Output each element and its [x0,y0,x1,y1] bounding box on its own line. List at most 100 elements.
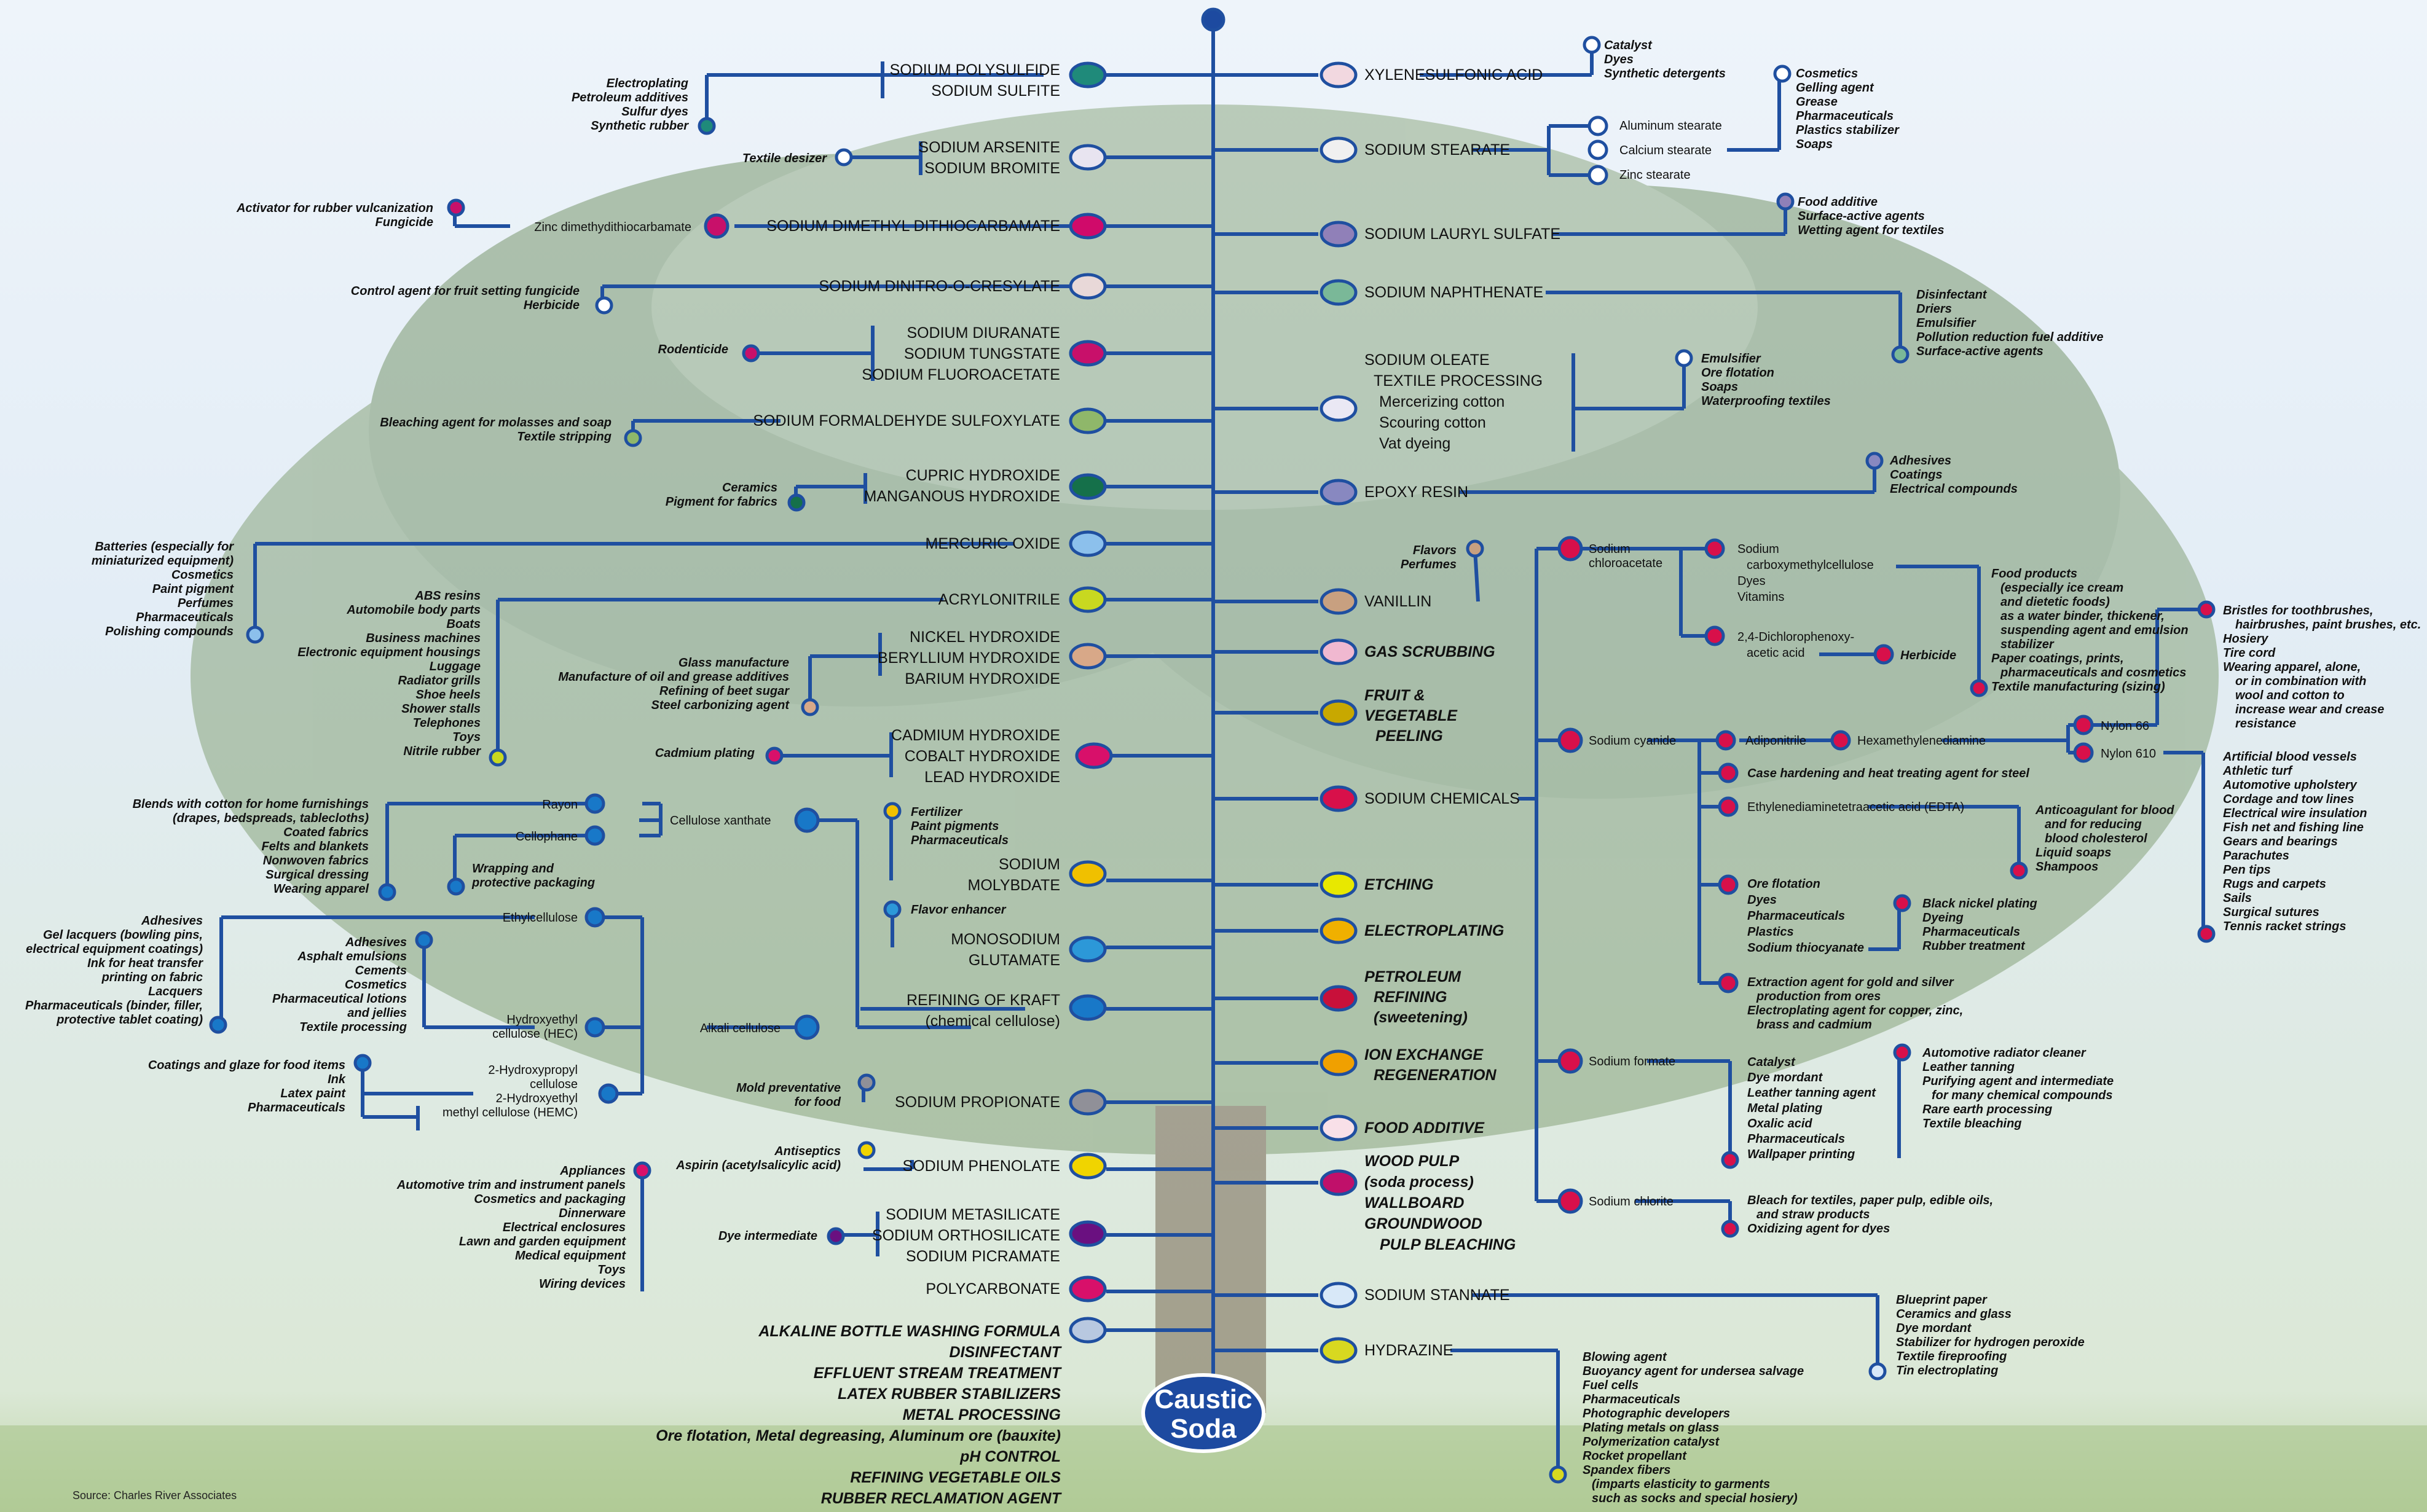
node-acrylonitrile [1069,586,1107,613]
use-label: Rare earth processing [1922,1103,2052,1116]
node-label: (chemical cellulose) [925,1013,1060,1030]
use-label: Cordage and tow lines [2223,793,2354,806]
use-node [1583,36,1601,54]
use-label: Batteries (especially for [95,540,234,554]
use-label: Food additive [1798,195,1878,209]
use-label: and for reducing [2045,818,2142,831]
bottom-list-item: LATEX RUBBER STABILIZERS [838,1385,1061,1403]
use-label: Automotive upholstery [2222,778,2358,792]
use-label: Tin electroplating [1896,1364,1998,1377]
node-nickel-hydroxide [1069,643,1107,670]
use-node [1466,539,1484,558]
node-label: (sweetening) [1374,1009,1468,1026]
use-label: Textile bleaching [1922,1117,2022,1130]
node-label: XYLENESULFONIC ACID [1364,66,1543,84]
use-label: Ceramics [722,481,777,495]
use-label: printing on fabric [101,971,203,984]
use-label: Pharmaceutical lotions [272,992,407,1006]
use-label: Pigment for fabrics [666,495,777,509]
node-label: SODIUM PHENOLATE [902,1158,1060,1175]
use-label: for food [794,1095,841,1109]
node-label: ETCHING [1364,876,1434,893]
node-label: GROUNDWOOD [1364,1215,1482,1232]
node-sodium-diuranate [1069,340,1107,367]
node-label: HYDRAZINE [1364,1342,1453,1359]
sub-label: 2-Hydroxypropyl [488,1063,578,1077]
hemc-node [598,1083,619,1104]
use-label: Gears and bearings [2223,835,2338,848]
node-mercuric-oxide [1069,530,1107,557]
use-node [801,698,819,716]
use-label: wool and cotton to [2235,689,2345,702]
node-label: SODIUM [999,856,1060,873]
use-label: as a water binder, thickener, [2000,609,2165,623]
use-label: Catalyst [1747,1056,1796,1069]
use-label: (drapes, bedspreads, tablecloths) [173,812,369,825]
use-node [883,802,902,820]
source-note: Source: Charles River Associates [73,1489,237,1502]
use-label: Pharmaceuticals [1922,925,2020,939]
sub-label: Zinc dimethydithiocarbamate [534,221,691,234]
use-label: increase wear and crease [2235,703,2384,716]
sub-label: acetic acid [1747,646,1805,660]
node-label: REFINING OF KRAFT [907,992,1060,1009]
use-label: Antiseptics [774,1145,841,1158]
use-label: Blowing agent [1583,1350,1667,1364]
bottom-list-item: Ore flotation, Metal degreasing, Aluminu… [656,1427,1061,1444]
node-label: SODIUM BROMITE [924,160,1060,177]
node-bottom-list [1069,1317,1107,1344]
sub-label: Sodium chlorite [1589,1195,1674,1208]
node-label: CUPRIC HYDROXIDE [906,467,1060,484]
use-label: Dyes [1604,53,1634,66]
node-label: FOOD ADDITIVE [1364,1119,1485,1137]
use-node [378,883,396,901]
use-node [827,1227,845,1245]
use-label: Plastics stabilizer [1796,123,1900,137]
dichloro-node [1704,625,1725,646]
sub-label: 2,4-Dichlorophenoxy- [1737,630,1854,644]
use-node [765,746,784,765]
use-label: Cosmetics [1796,67,1858,80]
caustic-soda-badge: Caustic Soda [1141,1373,1265,1453]
node-label: ELECTROPLATING [1364,922,1504,939]
sub-label: Hydroxyethyl [506,1013,578,1027]
nylon66-node [2073,715,2094,735]
center-label-2: Soda [1170,1414,1237,1444]
use-node [415,931,433,949]
node-label: SODIUM PICRAMATE [906,1248,1060,1265]
use-label: Driers [1916,302,1952,316]
use-label: Ink [328,1073,346,1086]
alkali-node [794,1014,820,1040]
node-sodium-arsenite [1069,144,1107,171]
use-label: Ink for heat transfer [87,957,203,970]
use-label: Mold preventative [736,1081,841,1095]
node-label: ACRYLONITRILE [938,591,1060,608]
ethyl-node [584,907,605,928]
use-label: Manufacture of oil and grease additives [558,670,789,684]
bottom-list-item: EFFLUENT STREAM TREATMENT [814,1365,1063,1382]
use-node [1868,1362,1887,1381]
sub-label: cellulose (HEC) [492,1027,578,1041]
thio-node [1718,874,1739,895]
use-label: Electronic equipment housings [297,646,481,659]
use-node [353,1054,372,1072]
sub-label: 2-Hydroxyethyl [496,1092,578,1105]
use-label: Gel lacquers (bowling pins, [43,928,203,942]
use-label: Sulfur dyes [621,105,688,119]
herbicide-node [1873,644,1894,665]
use-label: Buoyancy agent for undersea salvage [1583,1365,1804,1378]
node-sodium-propionate [1069,1089,1107,1116]
use-label: Hosiery [2223,632,2268,646]
use-label: resistance [2235,717,2296,731]
bottom-list-item: METAL PROCESSING [903,1406,1061,1424]
use-label: Blends with cotton for home furnishings [133,797,369,811]
use-node [1970,679,1988,697]
sub-label: Ethylenediaminetetraacetic acid (EDTA) [1747,801,1964,814]
node-label: GAS SCRUBBING [1364,643,1495,660]
connector-lines [219,18,2205,1475]
use-label: Tire cord [2223,646,2276,660]
cellophane-node [584,825,605,846]
use-label: Textile manufacturing (sizing) [1991,680,2165,694]
node-label: BERYLLIUM HYDROXIDE [878,649,1060,667]
use-node [1891,345,1910,364]
